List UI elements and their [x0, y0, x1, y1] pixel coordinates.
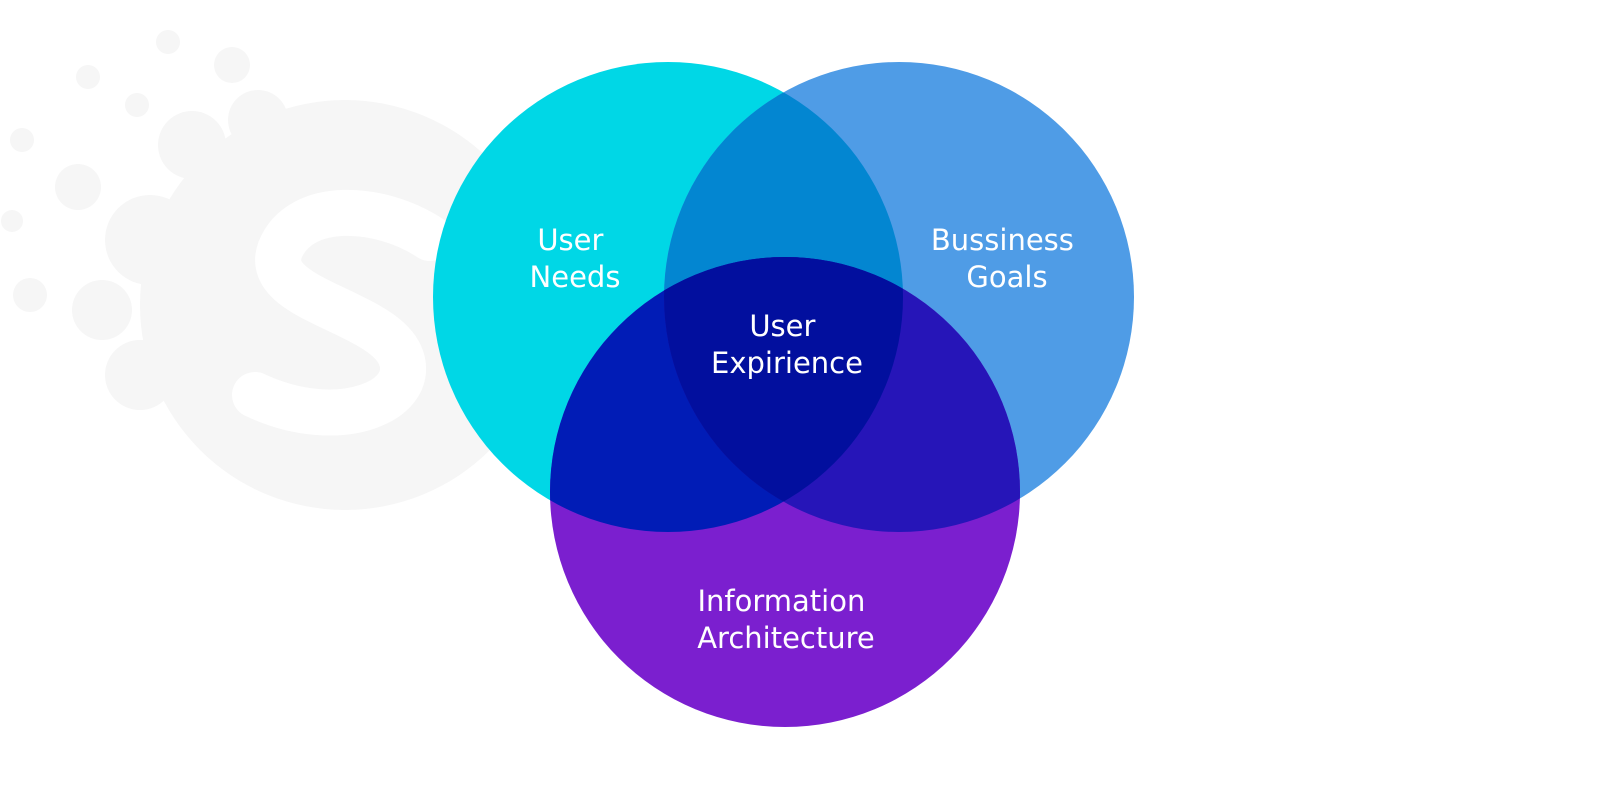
business-goals-label-line2: Goals — [966, 260, 1047, 294]
information-architecture-label: Information Architecture — [697, 584, 875, 655]
logo-s-watermark-icon — [1, 30, 550, 510]
user-experience-label-line1: User — [749, 309, 815, 343]
business-goals-label: Bussiness Goals — [931, 223, 1083, 294]
information-architecture-label-line1: Information — [697, 584, 865, 618]
user-needs-label-line1: User — [537, 223, 603, 257]
business-goals-label-line1: Bussiness — [931, 223, 1074, 257]
user-experience-label: User Expirience — [711, 309, 863, 380]
user-needs-label: User Needs — [530, 223, 621, 294]
user-experience-label-line2: Expirience — [711, 346, 863, 380]
user-needs-label-line2: Needs — [530, 260, 621, 294]
information-architecture-label-line2: Architecture — [697, 621, 875, 655]
